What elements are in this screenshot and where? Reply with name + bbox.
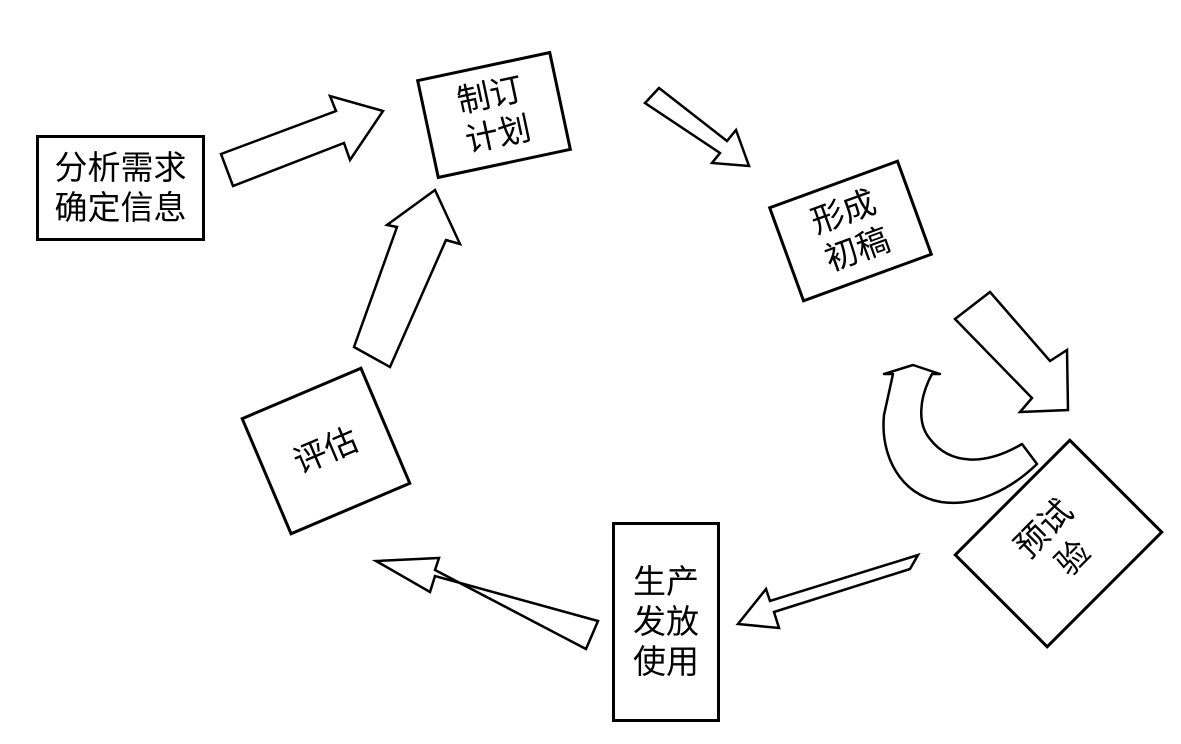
arrow-production-to-evaluate — [371, 556, 600, 651]
arrow-plan-to-draft — [643, 86, 751, 168]
node-production-label: 生产 发放 使用 — [633, 561, 699, 682]
arrow-analyze-to-plan — [219, 94, 386, 188]
node-make-plan-label: 制订 计划 — [453, 68, 535, 161]
node-evaluate-label: 评估 — [287, 419, 364, 482]
node-pretest-label: 预试 验 — [1006, 491, 1098, 583]
node-analyze-needs-label: 分析需求 确定信息 — [54, 147, 187, 227]
arrow-draft-to-pretest — [953, 290, 1070, 414]
node-production: 生产 发放 使用 — [612, 522, 720, 722]
arrow-evaluate-to-plan — [352, 188, 463, 369]
arrow-pretest-back-to-draft — [882, 363, 1039, 505]
arrow-pretest-to-production — [735, 552, 921, 630]
node-draft-label: 形成 初稿 — [805, 181, 895, 279]
node-analyze-needs: 分析需求 确定信息 — [36, 135, 205, 241]
